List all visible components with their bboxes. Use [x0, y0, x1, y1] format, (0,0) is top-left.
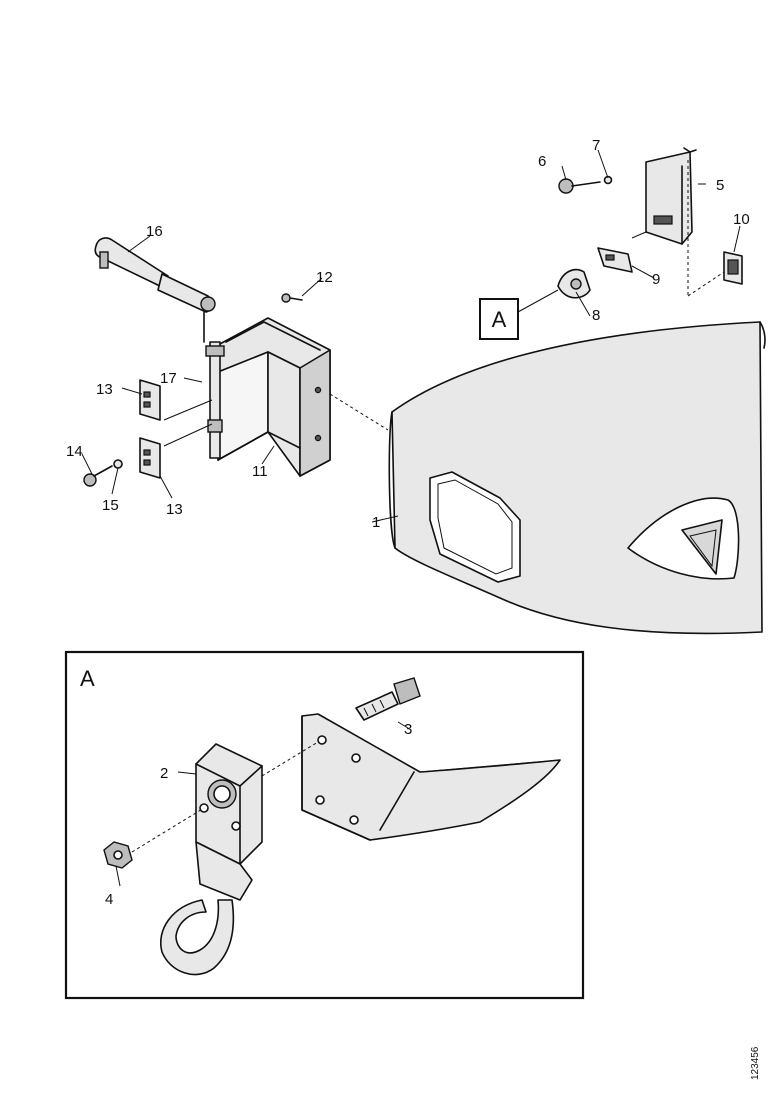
- label-12: 12: [316, 269, 333, 286]
- label-7: 7: [592, 137, 600, 154]
- label-4: 4: [105, 891, 113, 908]
- upper-bracket-5: [645, 147, 697, 296]
- label-8: 8: [592, 307, 600, 324]
- mounting-plate-9: [597, 247, 633, 273]
- label-10: 10: [733, 211, 750, 228]
- label-13-lower: 13: [166, 501, 183, 518]
- drawing-reference-number: 123456: [750, 1046, 761, 1080]
- detail-a-title: A: [80, 666, 95, 691]
- clip-10: [723, 251, 743, 285]
- label-15: 15: [102, 497, 119, 514]
- label-2: 2: [160, 765, 168, 782]
- mounting-bracket: [217, 317, 331, 477]
- label-11: 11: [252, 463, 268, 480]
- gas-strut: [94, 237, 216, 343]
- label-1: 1: [372, 514, 380, 531]
- latch-plate-lower: [139, 437, 161, 479]
- tow-hook-2: [160, 743, 263, 976]
- washer-7: [603, 175, 613, 185]
- tow-bracket-plate: [301, 713, 561, 841]
- label-3: 3: [404, 721, 412, 738]
- bolt-12: [281, 293, 303, 303]
- detail-a-frame: A: [64, 650, 585, 1000]
- label-6: 6: [538, 153, 546, 170]
- part-labels: 1 5 6 7 8 9 10 11 12 13 13 14 15 16 17: [66, 137, 750, 531]
- label-14: 14: [66, 443, 83, 460]
- reflector-8: [557, 268, 591, 299]
- nut-4: [103, 841, 133, 869]
- panel-window-cutout: [429, 471, 521, 583]
- screw-and-washer: [83, 459, 123, 487]
- bolt-3: [355, 677, 421, 721]
- leader-lines: [81, 149, 741, 523]
- label-9: 9: [652, 271, 660, 288]
- callout-label: A: [492, 307, 507, 332]
- fender-panel: [388, 321, 766, 635]
- latch-plate-upper: [139, 379, 161, 421]
- label-5: 5: [716, 177, 724, 194]
- detail-a-callout: A: [479, 289, 559, 340]
- bolt-6: [558, 178, 601, 194]
- label-16: 16: [146, 223, 163, 240]
- label-17: 17: [160, 370, 177, 387]
- label-13-upper: 13: [96, 381, 113, 398]
